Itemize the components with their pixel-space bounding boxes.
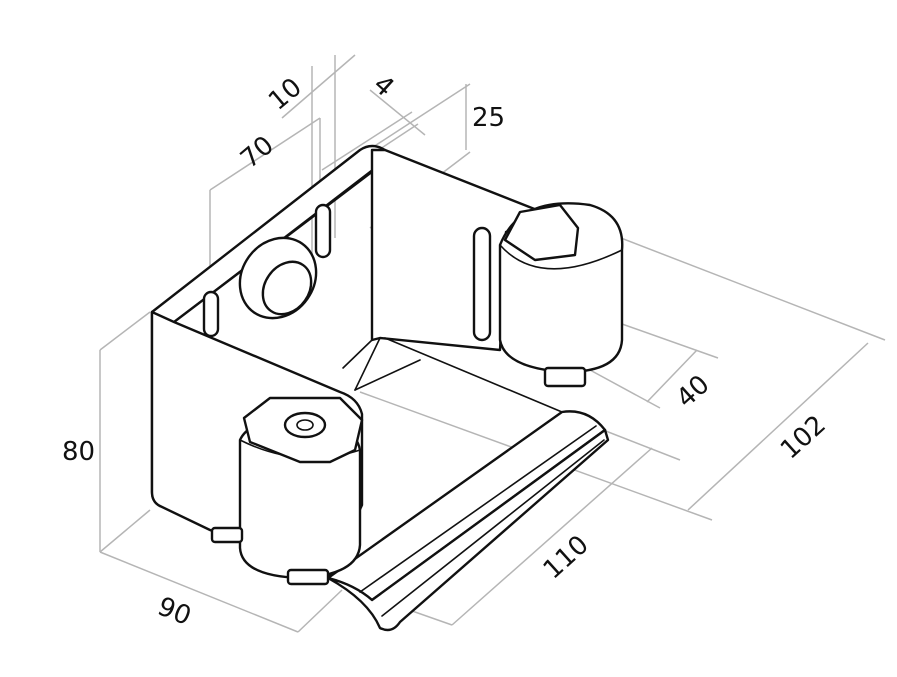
rear-roller-base — [543, 366, 587, 388]
bracket-part — [150, 144, 624, 632]
dim-label-110: 110 — [538, 530, 595, 586]
dim-label-90: 90 — [153, 592, 195, 632]
front-roller-foot — [210, 526, 244, 544]
dim-label-70: 70 — [235, 130, 280, 174]
dim-label-25: 25 — [472, 103, 505, 133]
dim-label-80: 80 — [62, 437, 95, 467]
front-roller-pin — [283, 411, 327, 439]
dim-label-40: 40 — [671, 370, 716, 414]
dim-label-102: 102 — [775, 410, 832, 466]
wall-boss-hole — [261, 260, 313, 316]
left-slot-rear — [314, 203, 332, 259]
bottom-curl — [326, 428, 610, 632]
front-roller-base — [286, 568, 330, 586]
left-slot-front — [202, 290, 220, 338]
back-slot — [472, 226, 492, 342]
dimension-lines — [99, 54, 886, 633]
dim-label-4: 4 — [367, 70, 399, 103]
dim-label-10: 10 — [263, 72, 308, 116]
rear-roller-tab — [503, 203, 580, 262]
